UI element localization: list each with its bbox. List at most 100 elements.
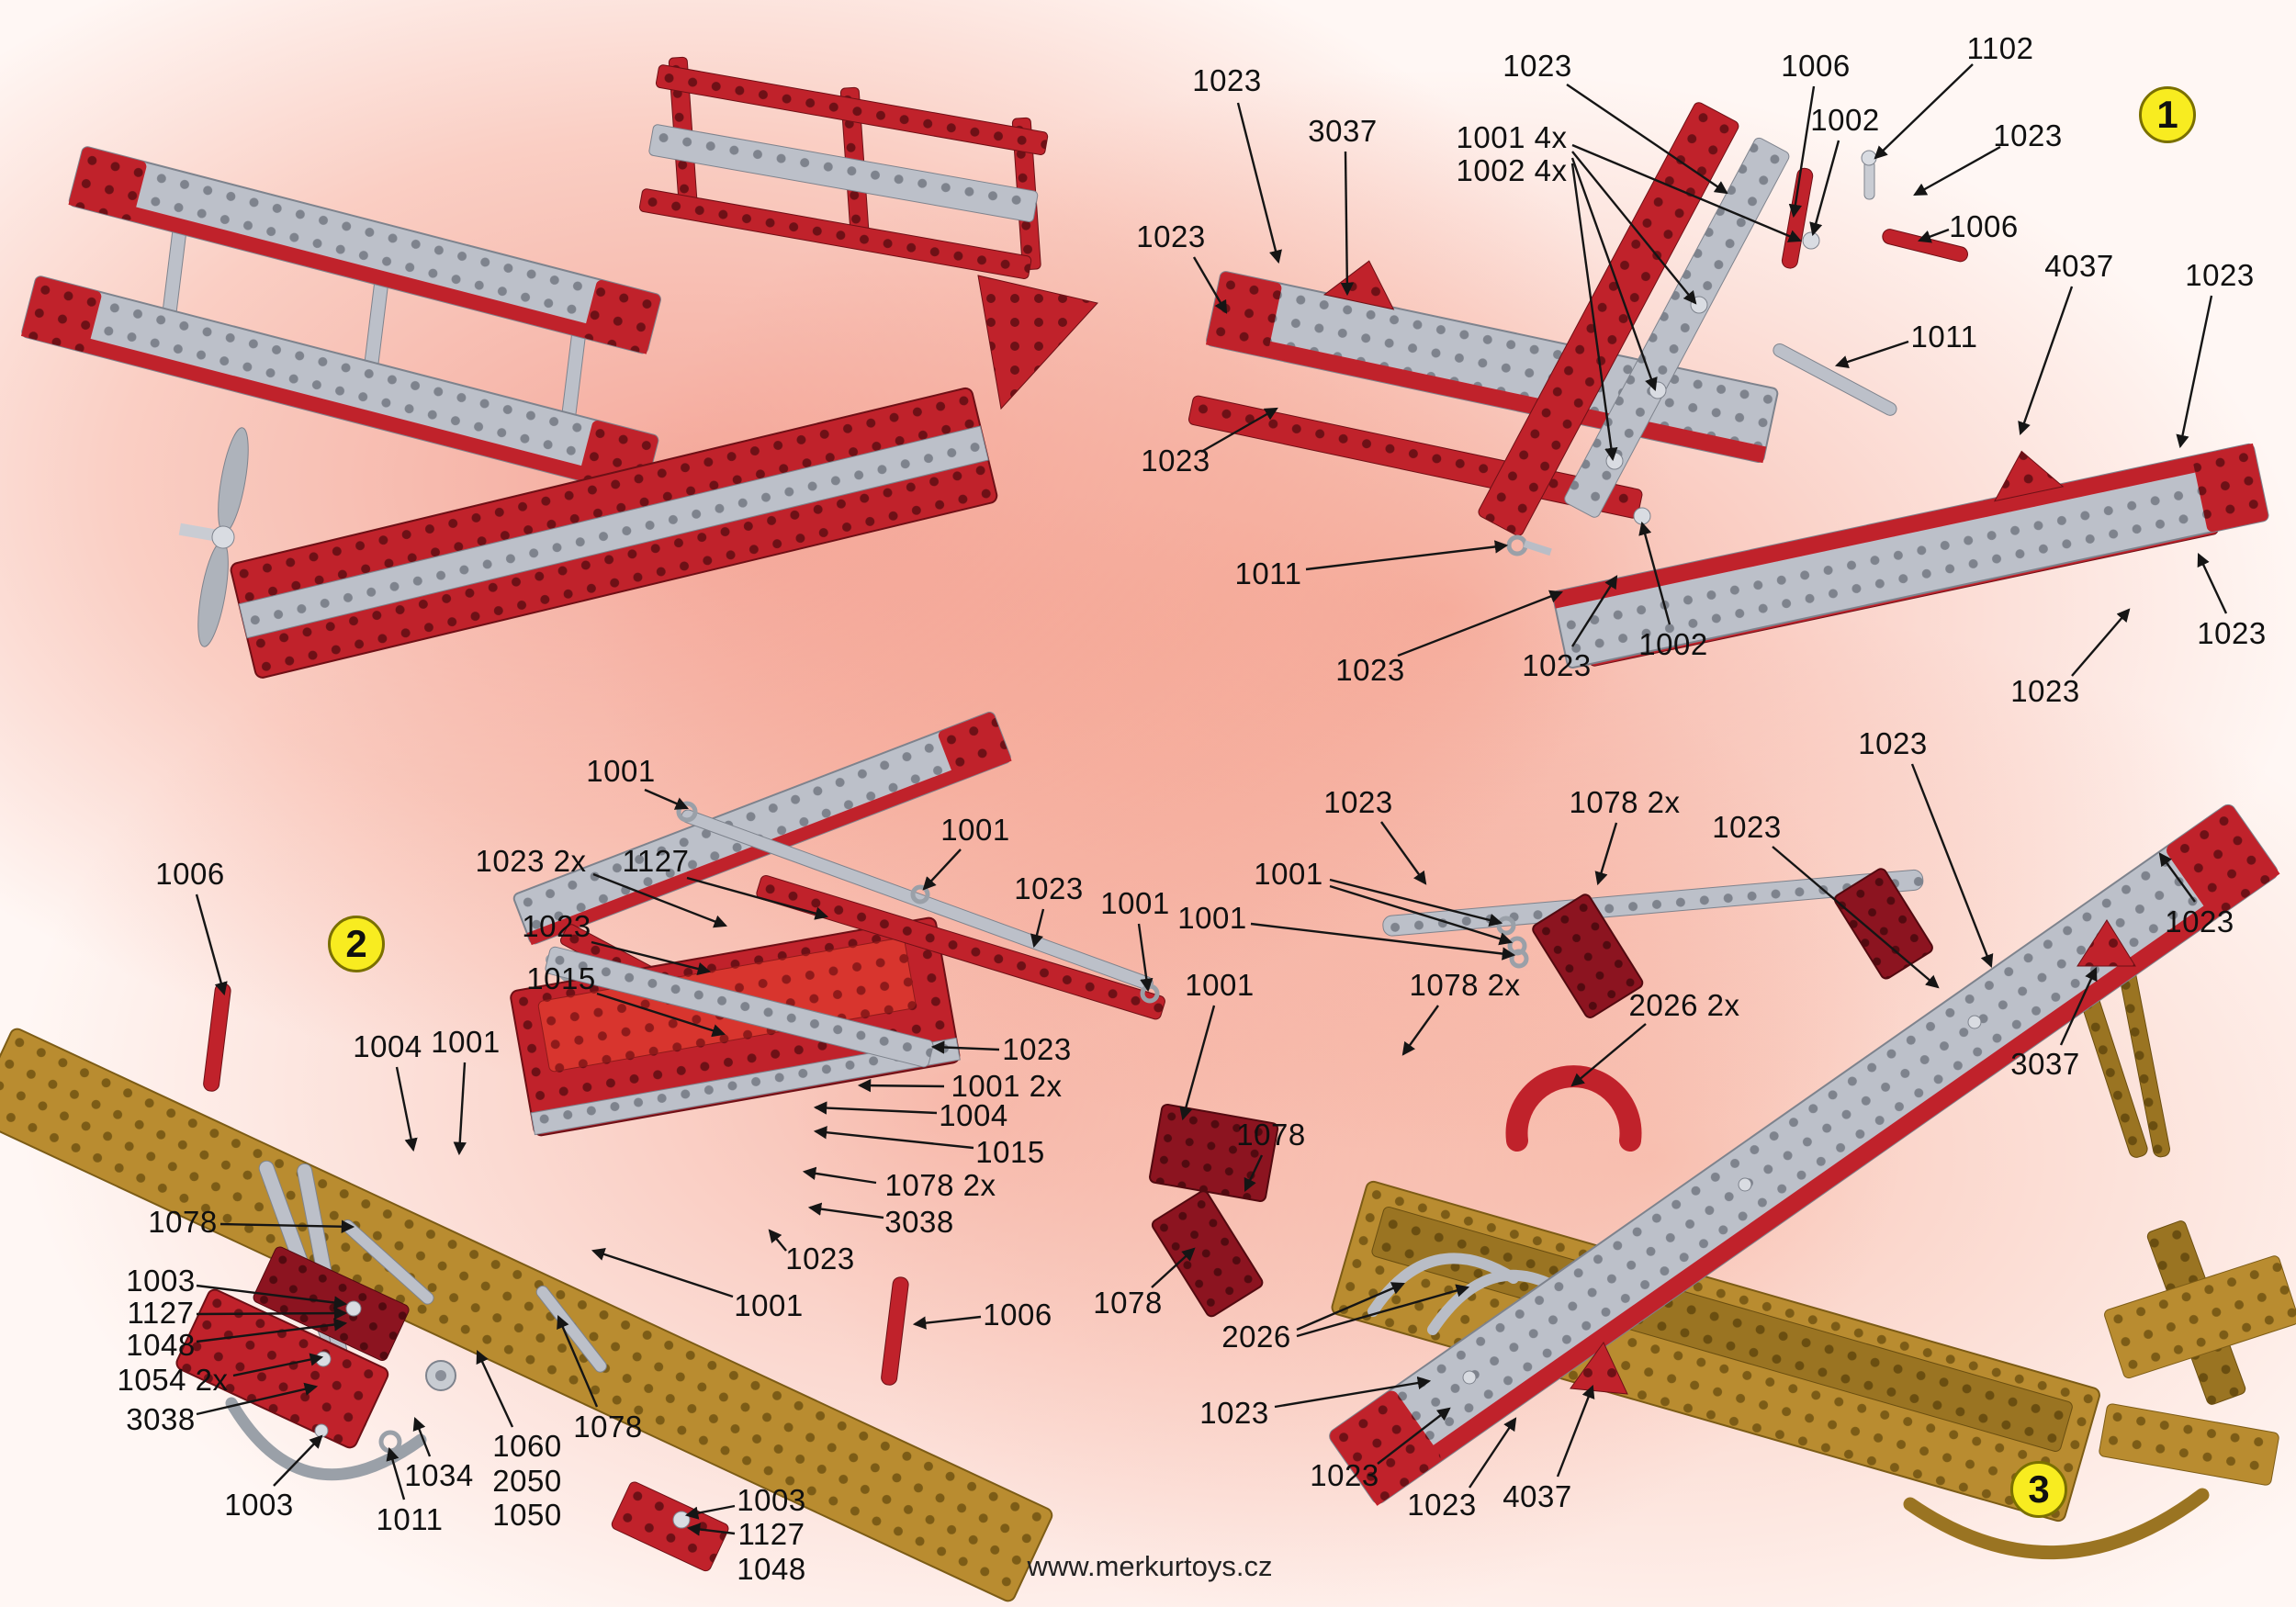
step3-maroon-plate-b <box>1833 868 1933 980</box>
leader-line <box>1913 145 2001 197</box>
part-number-1015: 1015 <box>975 1135 1045 1169</box>
part-number-1050: 1050 <box>492 1498 562 1532</box>
step1-narrow-strip <box>1773 343 1897 416</box>
leader-line <box>219 1219 355 1233</box>
leader-line <box>196 1318 348 1343</box>
part-number-1003: 1003 <box>737 1483 806 1517</box>
leader-line <box>2197 553 2228 614</box>
leader-line <box>2071 608 2131 677</box>
step2-bottom-bracket <box>611 1481 729 1572</box>
leader-line <box>557 1315 599 1408</box>
part-number-1011: 1011 <box>376 1502 444 1536</box>
part-number-1003: 1003 <box>224 1488 294 1522</box>
step3-screws <box>1462 1015 1982 1385</box>
leader-line <box>1305 540 1509 571</box>
leader-line <box>476 1350 514 1428</box>
part-number-1001: 1001 <box>940 813 1010 847</box>
leader-line <box>1788 85 1816 219</box>
part-number-1023: 1023 <box>2010 674 2080 708</box>
leader-line <box>1401 1005 1439 1056</box>
part-number-3037: 3037 <box>2010 1047 2080 1081</box>
part-number-1060: 1060 <box>492 1429 562 1463</box>
step-badge-3: 3 <box>2010 1461 2067 1518</box>
step2-front-assembly <box>175 1160 607 1481</box>
leader-line <box>912 1315 982 1330</box>
part-number-1004: 1004 <box>353 1029 422 1063</box>
step2-gold-wing <box>0 1028 1053 1602</box>
leader-line <box>1250 922 1516 961</box>
part-number-1023: 1023 <box>2197 616 2267 650</box>
leader-line <box>1179 1005 1216 1121</box>
part-number-1078-2x: 1078 2x <box>884 1168 996 1202</box>
leader-line <box>196 1284 348 1309</box>
leader-line <box>1570 157 1658 392</box>
part-number-2026-2x: 2026 2x <box>1628 988 1740 1022</box>
step-badge-2: 2 <box>328 916 385 972</box>
step3-bracket-4037 <box>1570 1342 1628 1395</box>
step3-fuselage <box>1331 1180 2100 1523</box>
leader-line <box>1151 1247 1196 1288</box>
leader-line <box>2059 967 2098 1046</box>
step2-red-strip <box>756 874 1165 1020</box>
leader-line <box>1244 1154 1264 1192</box>
leader-line <box>395 1066 418 1152</box>
leader-line <box>922 848 962 891</box>
part-number-1034: 1034 <box>404 1458 474 1492</box>
leader-line <box>1571 143 1802 242</box>
part-number-1048: 1048 <box>737 1552 806 1586</box>
step1-bracket-4037 <box>1993 450 2065 502</box>
leader-line <box>1638 521 1671 625</box>
step-badge-1: 1 <box>2139 86 2196 143</box>
leader-line <box>686 876 829 920</box>
part-number-3038: 3038 <box>126 1402 196 1436</box>
part-number-2050: 2050 <box>492 1464 562 1498</box>
leader-line <box>1874 63 1974 160</box>
step3-tail <box>1903 1220 2296 1559</box>
part-number-1001: 1001 <box>1100 886 1170 920</box>
leader-line <box>1377 1407 1451 1465</box>
biplane-propeller <box>178 427 249 647</box>
leader-line <box>644 788 689 810</box>
leader-line <box>1274 1376 1432 1409</box>
leader-line <box>1340 151 1355 297</box>
part-number-1001: 1001 <box>586 754 656 788</box>
part-number-1006: 1006 <box>1781 49 1851 83</box>
part-number-1023: 1023 <box>2185 258 2255 292</box>
leader-line <box>1236 102 1282 264</box>
part-number-1023: 1023 <box>1310 1458 1379 1492</box>
step3-upper-strip <box>1382 869 1924 937</box>
leader-line <box>1772 846 1940 989</box>
part-number-1002-4x: 1002 4x <box>1456 153 1568 187</box>
leader-line <box>2018 286 2074 436</box>
step3-wing-assembly <box>1149 804 2296 1559</box>
leader-line <box>813 1101 938 1115</box>
part-number-1001: 1001 <box>1185 968 1255 1002</box>
leader-line <box>1834 340 1909 368</box>
part-number-3037: 3037 <box>1308 114 1378 148</box>
leader-line <box>1380 821 1427 885</box>
part-number-1015: 1015 <box>526 961 596 995</box>
leader-line <box>684 1504 736 1520</box>
step2-right-fin <box>881 1276 909 1386</box>
leader-line <box>1329 884 1514 946</box>
leader-line <box>807 1202 884 1219</box>
part-number-1023-2x: 1023 2x <box>475 844 587 878</box>
part-number-1001: 1001 <box>431 1025 501 1059</box>
leader-line <box>686 1523 736 1536</box>
part-number-1023: 1023 <box>1503 49 1572 83</box>
part-number-1023: 1023 <box>1335 653 1405 687</box>
leader-line <box>1910 763 1994 969</box>
leader-line <box>1296 1282 1405 1332</box>
part-number-1006: 1006 <box>983 1298 1052 1332</box>
leader-line <box>802 1166 877 1185</box>
part-number-1023: 1023 <box>2165 905 2234 938</box>
part-number-1078: 1078 <box>573 1410 643 1444</box>
leader-line <box>591 940 712 976</box>
part-number-1001: 1001 <box>734 1288 804 1322</box>
leader-line <box>195 893 228 996</box>
leader-line <box>1296 1284 1470 1338</box>
part-number-1023: 1023 <box>1002 1032 1072 1066</box>
leader-line <box>813 1126 974 1150</box>
